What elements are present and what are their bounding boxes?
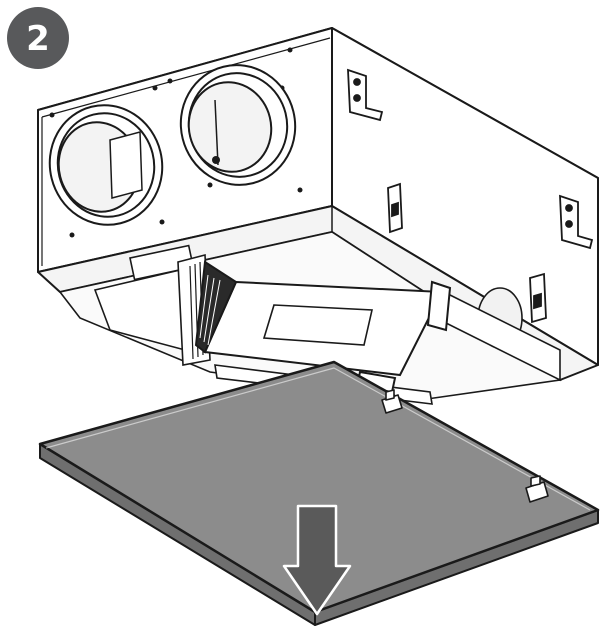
- step-badge: 2: [7, 7, 69, 69]
- step-number: 2: [26, 19, 50, 59]
- mounting-bracket-icon: [347, 68, 594, 250]
- duct-collar-icon: [48, 64, 297, 226]
- step-badge-circle: [7, 7, 69, 69]
- panel-clips: [381, 389, 549, 503]
- filter-icon: [194, 260, 452, 394]
- cover-panel-icon: [38, 360, 600, 626]
- down-arrow-icon: [282, 504, 352, 616]
- latch-icon: [387, 182, 547, 324]
